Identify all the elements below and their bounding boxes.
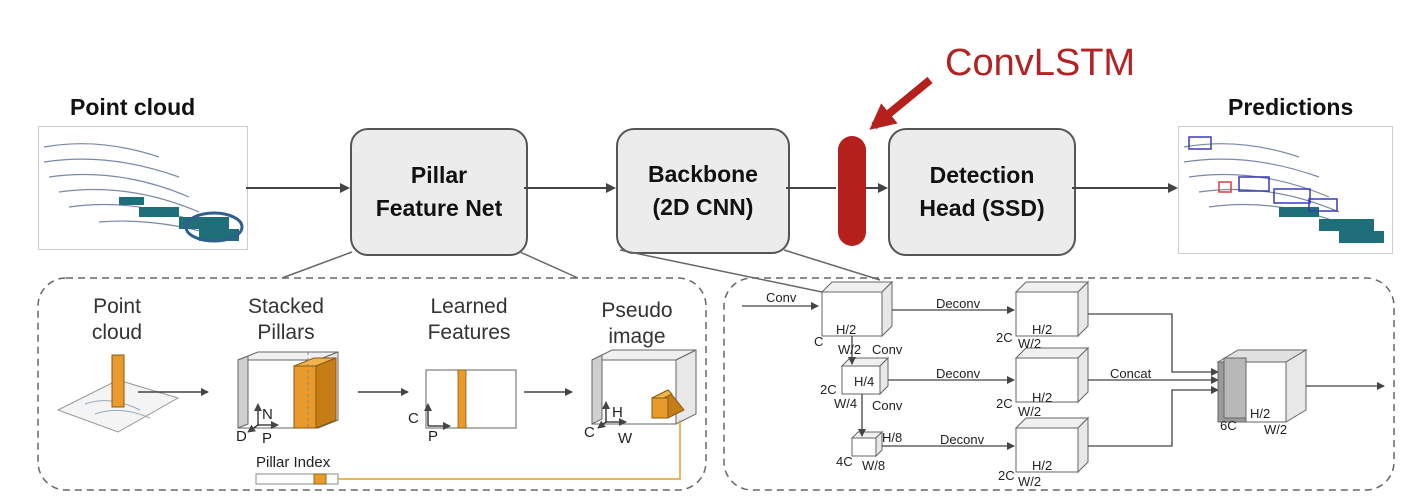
up3-w-label: W/2 <box>1018 474 1042 489</box>
up3-c-label: 2C <box>998 468 1015 483</box>
block3-h-label: H/8 <box>882 430 903 445</box>
axis-h-label: H <box>612 404 623 421</box>
axis-n-label: N <box>262 406 273 423</box>
up2-w-label: W/2 <box>1018 404 1042 419</box>
point-cloud-title: Point cloud <box>70 94 196 120</box>
conv3-label: Conv <box>872 398 903 413</box>
output-w-label: W/2 <box>1264 422 1288 437</box>
backbone-label-line1: Backbone <box>648 161 758 187</box>
up2-c-label: 2C <box>996 396 1013 411</box>
block2-c-label: 2C <box>820 382 837 397</box>
predictions-scan-graphic <box>1183 136 1384 243</box>
block1-h-label: H/2 <box>836 322 857 337</box>
deconv1-label: Deconv <box>936 296 981 311</box>
point-cloud-scan-graphic <box>43 143 244 243</box>
block1-w-label: W/2 <box>838 342 862 357</box>
conv2-label: Conv <box>872 342 903 357</box>
concat-label: Concat <box>1110 366 1152 381</box>
head-label-line1: Detection <box>929 162 1035 188</box>
pillar-detail-panel <box>37 277 707 491</box>
up1-h-label: H/2 <box>1032 322 1053 337</box>
block1-c-label: C <box>814 334 824 349</box>
axis-c2-label: C <box>584 424 595 441</box>
output-c-label: 6C <box>1220 418 1237 433</box>
block2-w-label: W/4 <box>834 396 858 411</box>
backbone-block: Backbone (2D CNN) <box>616 128 790 254</box>
deconv2-label: Deconv <box>936 366 981 381</box>
convlstm-bar <box>838 136 866 246</box>
deconv3-label: Deconv <box>940 432 985 447</box>
up1-w-label: W/2 <box>1018 336 1042 351</box>
convlstm-label: ConvLSTM <box>945 42 1136 84</box>
point-cloud-image <box>38 126 248 250</box>
pillar-feature-net-block: Pillar Feature Net <box>350 128 528 256</box>
up1-c-label: 2C <box>996 330 1013 345</box>
pillar-index-label: Pillar Index <box>256 454 331 471</box>
axis-c-label: C <box>408 410 419 427</box>
predictions-image <box>1178 126 1393 254</box>
axis-d-label: D <box>236 428 247 445</box>
up3-h-label: H/2 <box>1032 458 1053 473</box>
block2-h-label: H/4 <box>854 374 875 389</box>
axis-p2-label: P <box>428 428 439 445</box>
output-h-label: H/2 <box>1250 406 1271 421</box>
predictions-title: Predictions <box>1228 94 1354 120</box>
pfn-label-line1: Pillar <box>410 162 468 188</box>
block3-c-label: 4C <box>836 454 853 469</box>
backbone-label-line2: (2D CNN) <box>652 194 754 220</box>
conv1-label: Conv <box>766 290 797 305</box>
axis-p-label: P <box>262 430 273 447</box>
pfn-label-line2: Feature Net <box>375 195 503 221</box>
block3-w-label: W/8 <box>862 458 886 473</box>
convlstm-pointer-arrow <box>869 76 933 130</box>
backbone-detail-panel <box>723 277 1395 491</box>
axis-w-label: W <box>618 430 633 447</box>
up2-h-label: H/2 <box>1032 390 1053 405</box>
head-label-line2: Head (SSD) <box>919 195 1045 221</box>
detection-head-block: Detection Head (SSD) <box>888 128 1076 256</box>
